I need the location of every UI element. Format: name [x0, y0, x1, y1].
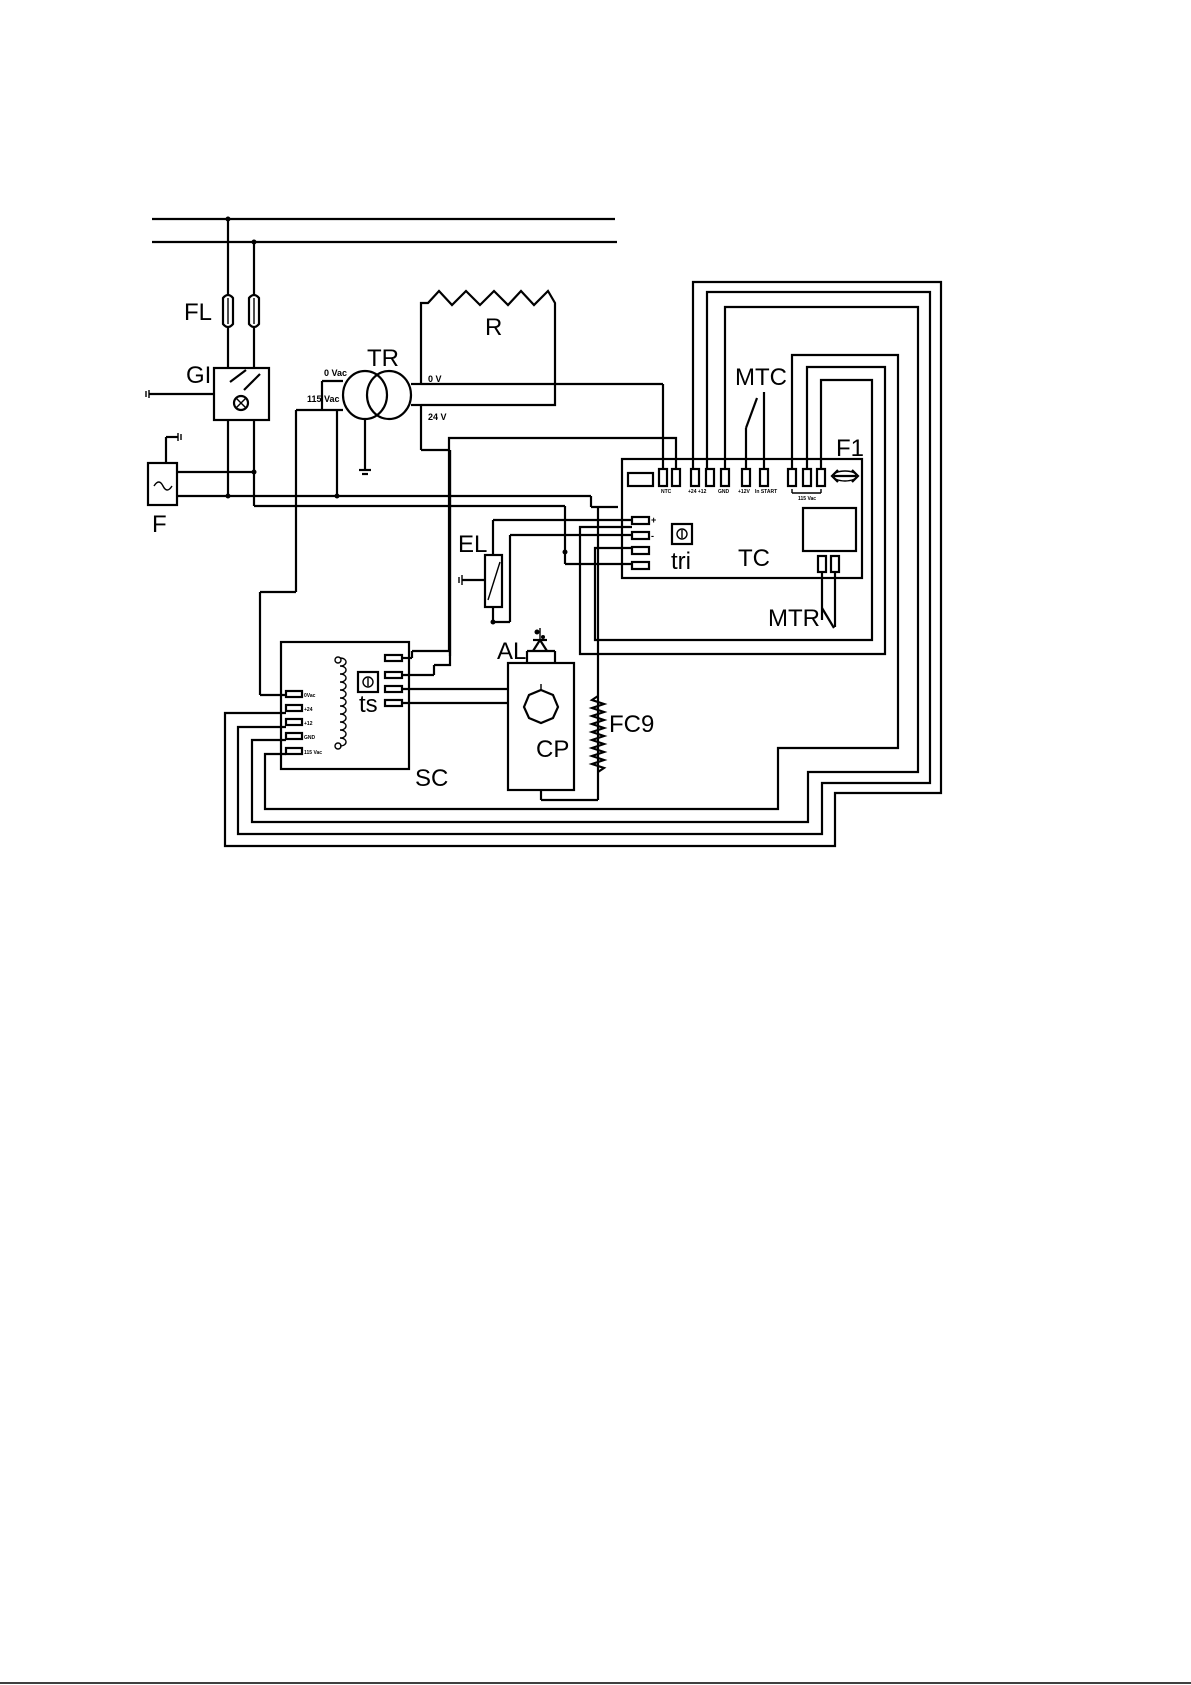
tc-term-start: In START: [755, 489, 777, 495]
switch-mtr: MTR: [768, 572, 835, 632]
start-card-sc: 0Vac +24 +12 GND 115 Vac ts SC: [281, 642, 508, 792]
tc-term-12v: +12V: [738, 489, 750, 495]
label-mtr: MTR: [768, 605, 820, 632]
tr-primary-top: 0 Vac: [324, 368, 347, 378]
main-switch-gi: GI: [146, 362, 269, 420]
label-el: EL: [458, 531, 487, 558]
fuse-fl: FL: [184, 295, 259, 327]
sc-term-12: +12: [304, 721, 313, 727]
heater-fc9: FC9: [592, 696, 654, 772]
supply-bus: [152, 217, 617, 245]
sc-term-115vac: 115 Vac: [304, 750, 322, 756]
label-mtc: MTC: [735, 364, 787, 391]
label-ts: ts: [359, 691, 378, 718]
solenoid-el: EL: [458, 520, 632, 625]
filter-f: F: [148, 433, 257, 538]
tc-term-ntc: NTC: [661, 489, 672, 495]
secondary-wires: [421, 384, 663, 469]
label-cp: CP: [536, 736, 569, 763]
tc-term-gnd: GND: [718, 489, 730, 495]
tc-term-24-12: +24 +12: [688, 489, 707, 495]
sc-term-gnd: GND: [304, 735, 316, 741]
label-tc: TC: [738, 545, 770, 572]
tc-term-minus: -: [651, 531, 654, 541]
tr-secondary-top: 0 V: [428, 374, 442, 384]
label-fl: FL: [184, 299, 212, 326]
label-sc: SC: [415, 765, 448, 792]
label-f1: F1: [836, 435, 864, 462]
supply-drops: [228, 219, 254, 506]
feed-wires: [228, 494, 618, 541]
label-r: R: [485, 314, 502, 341]
tr-primary-bottom: 115 Vac: [307, 394, 340, 404]
label-al: AL: [497, 638, 526, 665]
resistor-r: R: [421, 291, 555, 405]
sc-term-0vac: 0Vac: [304, 693, 316, 699]
label-tr: TR: [367, 345, 399, 372]
sc-term-24: +24: [304, 707, 313, 713]
label-tri: tri: [671, 548, 691, 575]
tc-term-plus: +: [651, 515, 656, 525]
switch-mtc: MTC: [735, 364, 787, 469]
label-gi: GI: [186, 362, 211, 389]
tr-secondary-bottom: 24 V: [428, 412, 447, 422]
tc-term-115vac: 115 Vac: [798, 496, 816, 502]
label-fc9: FC9: [609, 711, 654, 738]
controller-tc: NTC +24 +12 GND +12V In START 115 Vac + …: [622, 459, 862, 578]
protector-al: AL: [497, 628, 555, 665]
label-f: F: [152, 511, 167, 538]
